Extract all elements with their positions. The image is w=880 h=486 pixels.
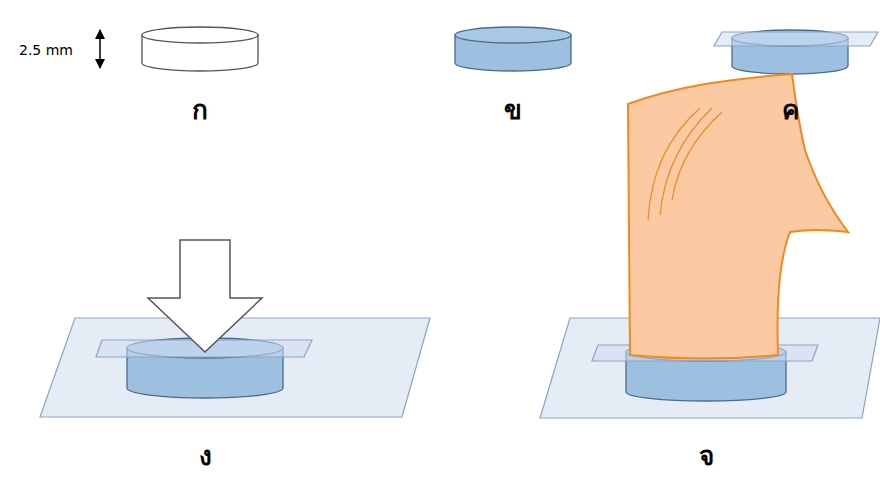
- step-letter: จ: [699, 443, 714, 469]
- step-letter: ก: [192, 97, 208, 123]
- dimension-label: 2.5 mm: [19, 43, 73, 57]
- step-letter: ง: [199, 443, 212, 469]
- disc-with-coverslip: [714, 30, 878, 74]
- empty-disc: [142, 27, 258, 71]
- step-letter: ข: [504, 97, 522, 123]
- dimension-arrow: [99, 30, 101, 68]
- pressing-step: [40, 240, 430, 417]
- filled-disc: [455, 27, 571, 71]
- step-letter: ค: [782, 97, 799, 123]
- tissue-on-disc: [540, 74, 880, 418]
